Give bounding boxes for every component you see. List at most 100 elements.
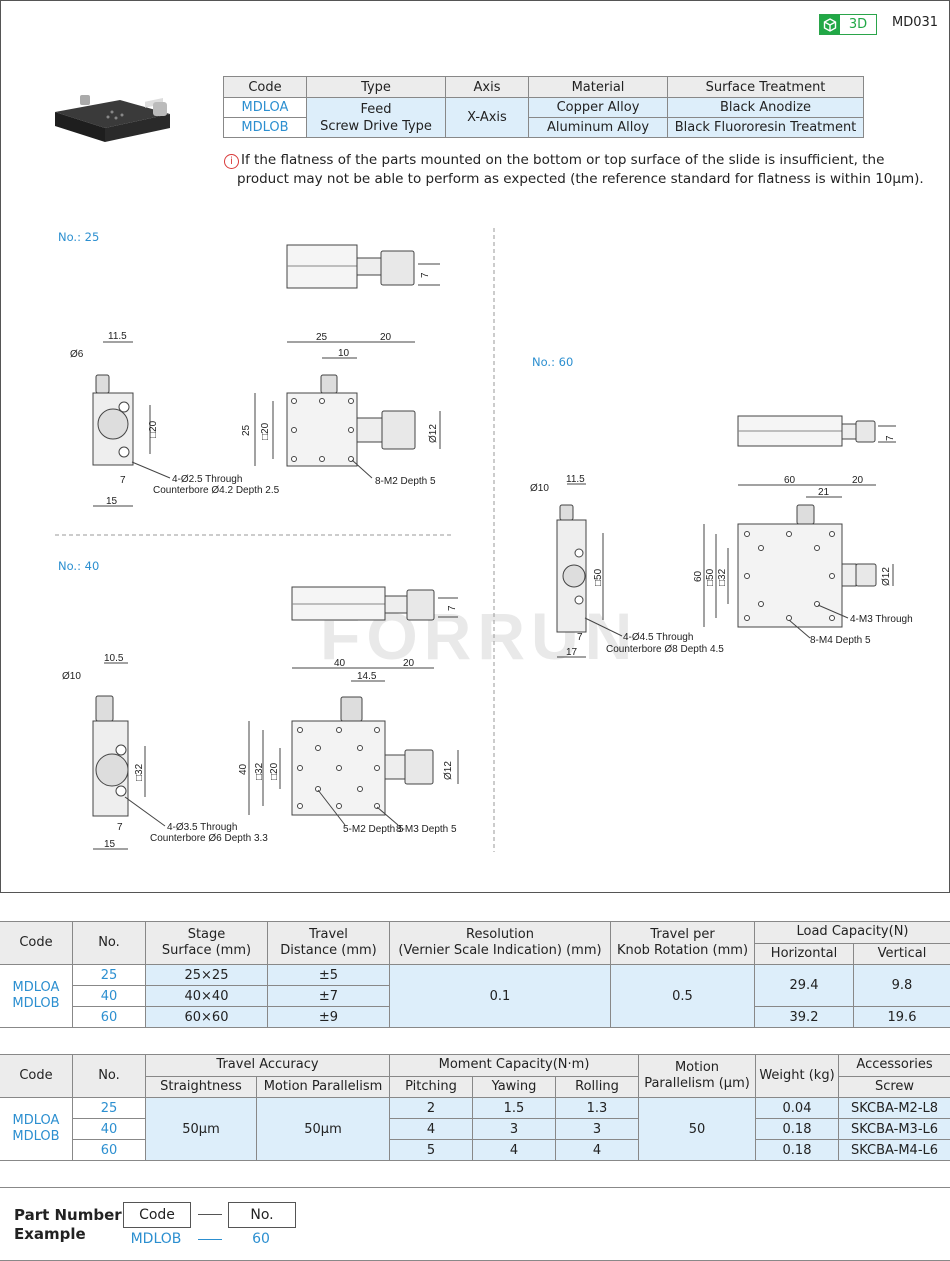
size-label-25: No.: 25 (58, 230, 100, 244)
header-line: Knob Rotation (mm) (616, 943, 749, 958)
col-yawing: Yawing (472, 1075, 556, 1098)
col-horizontal: Horizontal (754, 942, 854, 965)
dim-text: 11.5 (566, 474, 585, 485)
dim-text: Ø6 (70, 349, 84, 360)
drawing-no25: 7 11.5 Ø6 □20 7 15 4-Ø2.5 Through Counte… (70, 244, 441, 507)
dim-text: 7 (577, 632, 583, 643)
part-number-example: Part Number Example Code No. MDLOB 60 (0, 1187, 950, 1261)
surface-cell: Black Fluororesin Treatment (667, 117, 864, 138)
size-label-40: No.: 40 (58, 559, 100, 573)
dim-text: Ø12 (881, 567, 892, 586)
dim-text: 60 (784, 475, 796, 486)
holes-note: 4-Ø3.5 Through (167, 822, 237, 833)
holes-note: 4-Ø2.5 Through (172, 474, 242, 485)
roll-cell: 4 (555, 1139, 639, 1161)
col-no: No. (72, 1054, 146, 1098)
info-icon: i (224, 154, 239, 169)
dim-text: 40 (334, 658, 346, 669)
header-line: Stage (187, 927, 226, 942)
screw-cell: SKCBA-M2-L8 (838, 1097, 950, 1119)
dim-text: 7 (447, 605, 458, 611)
dim-text: 11.5 (108, 331, 127, 342)
header-line: Distance (mm) (280, 943, 377, 958)
type-cell: Feed Screw Drive Type (306, 97, 446, 138)
code-value: MDLOA (12, 1113, 60, 1128)
header-line: Motion (674, 1060, 720, 1075)
screw-cell: SKCBA-M4-L6 (838, 1139, 950, 1161)
dim-text: 21 (818, 487, 830, 498)
dim-text: Ø12 (428, 424, 439, 443)
type-line: Feed (360, 101, 392, 117)
col-code: Code (0, 1054, 73, 1098)
load-h-cell: 39.2 (754, 1006, 854, 1028)
note-line: product may not be able to perform as ex… (237, 171, 924, 187)
holes-note: Counterbore Ø6 Depth 3.3 (150, 833, 268, 844)
holes-note: Counterbore Ø4.2 Depth 2.5 (153, 485, 280, 496)
dim-text: 10 (338, 348, 350, 359)
stage-cell: 25×25 (145, 964, 268, 986)
example-title: Part Number Example (14, 1206, 122, 1244)
example-no-value: 60 (252, 1231, 270, 1247)
drawing-no60: 7 11.5 Ø10 □50 7 17 4-Ø4.5 Through Count… (530, 415, 913, 658)
title-line: Part Number (14, 1206, 122, 1224)
code-value: MDLOA (12, 980, 60, 995)
code-cell: MDLOA (223, 97, 307, 118)
dim-text: Ø12 (443, 761, 454, 780)
drawing-no40: 7 10.5 Ø10 □32 7 15 4-Ø3.5 Through Count… (62, 586, 459, 850)
motion-par-cell: 50μm (256, 1097, 390, 1161)
col-motion-parallelism: Motion Parallelism (256, 1075, 390, 1098)
col-resolution: Resolution(Vernier Scale Indication) (mm… (389, 921, 611, 965)
cube-icon (820, 15, 840, 34)
dim-text: 60 (693, 570, 704, 582)
no-cell: 40 (72, 1118, 146, 1140)
example-no-box: No. (228, 1202, 296, 1228)
holes-note: Counterbore Ø8 Depth 4.5 (606, 644, 724, 655)
stage-cell: 60×60 (145, 1006, 268, 1028)
col-accessories: Accessories (838, 1054, 950, 1077)
dim-text: 7 (420, 272, 431, 278)
motion-parallelism-cell: 50 (638, 1097, 756, 1161)
3d-label: 3D (848, 17, 868, 32)
col-straightness: Straightness (145, 1075, 257, 1098)
roll-cell: 3 (555, 1118, 639, 1140)
title-line: Example (14, 1225, 86, 1243)
dim-text: □20 (148, 420, 159, 438)
dim-text: 20 (380, 332, 392, 343)
dim-text: 25 (316, 332, 328, 343)
product-image (50, 90, 175, 154)
col-load: Load Capacity(N) (754, 921, 950, 944)
yaw-cell: 4 (472, 1139, 556, 1161)
dim-text: □50 (593, 568, 604, 586)
3d-model-button[interactable]: 3D (819, 14, 877, 35)
col-travel-accuracy: Travel Accuracy (145, 1054, 390, 1077)
travel-cell: ±9 (267, 1006, 390, 1028)
header-line: Parallelism (μm) (644, 1076, 750, 1091)
yaw-cell: 3 (472, 1118, 556, 1140)
header-line: Travel per (650, 927, 715, 942)
yaw-cell: 1.5 (472, 1097, 556, 1119)
axis-cell: X-Axis (445, 97, 529, 138)
col-no: No. (72, 921, 146, 965)
pitch-cell: 2 (389, 1097, 473, 1119)
col-material: Material (528, 76, 668, 98)
note-line: If the flatness of the parts mounted on … (241, 152, 885, 168)
code-type-table: Code Type Axis Material Surface Treatmen… (223, 76, 864, 138)
dim-text: 17 (566, 647, 578, 658)
example-code-box: Code (123, 1202, 191, 1228)
tap-note: 8-M2 Depth 5 (375, 476, 436, 487)
dim-text: 20 (403, 658, 415, 669)
weight-cell: 0.18 (755, 1139, 839, 1161)
dim-text: 15 (106, 496, 118, 507)
roll-cell: 1.3 (555, 1097, 639, 1119)
code-value: MDLOB (12, 1129, 60, 1144)
model-code: MD031 (892, 15, 939, 30)
dim-text: Ø10 (530, 483, 549, 494)
col-pitching: Pitching (389, 1075, 473, 1098)
